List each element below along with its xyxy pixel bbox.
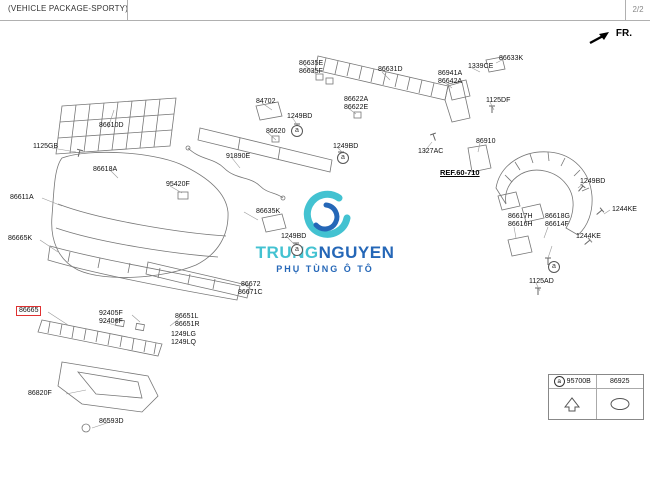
header-bar: (VEHICLE PACKAGE-SPORTY) 2/2 xyxy=(0,0,650,21)
fr-direction-label: FR. xyxy=(589,28,632,45)
legend-part-number-right: 86925 xyxy=(595,375,643,389)
watermark-brand-first: TRUNG xyxy=(255,243,319,262)
legend-part-number-left: 95700B xyxy=(566,378,591,385)
grommet-icon xyxy=(610,398,630,410)
leader-lines xyxy=(39,59,611,429)
watermark-swirl-icon xyxy=(303,190,351,238)
fr-arrow-icon xyxy=(589,32,609,45)
fr-text: FR. xyxy=(615,28,632,39)
header-divider xyxy=(127,0,128,20)
page-number: 2/2 xyxy=(625,0,650,20)
callout-a-marker: a xyxy=(553,375,565,387)
clip-icon xyxy=(564,397,581,412)
legend-icon-cell-right xyxy=(595,389,644,419)
legend-icon-cell-left xyxy=(549,389,596,419)
watermark-brand-second: NGUYEN xyxy=(318,243,395,262)
watermark-brand-name: TRUNGNGUYEN xyxy=(238,243,412,263)
page-title: (VEHICLE PACKAGE-SPORTY) xyxy=(8,4,129,13)
parts-outlines xyxy=(37,55,593,433)
watermark-logo: TRUNGNGUYEN PHỤ TÙNG Ô TÔ xyxy=(238,190,412,274)
watermark-tagline: PHỤ TÙNG Ô TÔ xyxy=(276,264,374,274)
